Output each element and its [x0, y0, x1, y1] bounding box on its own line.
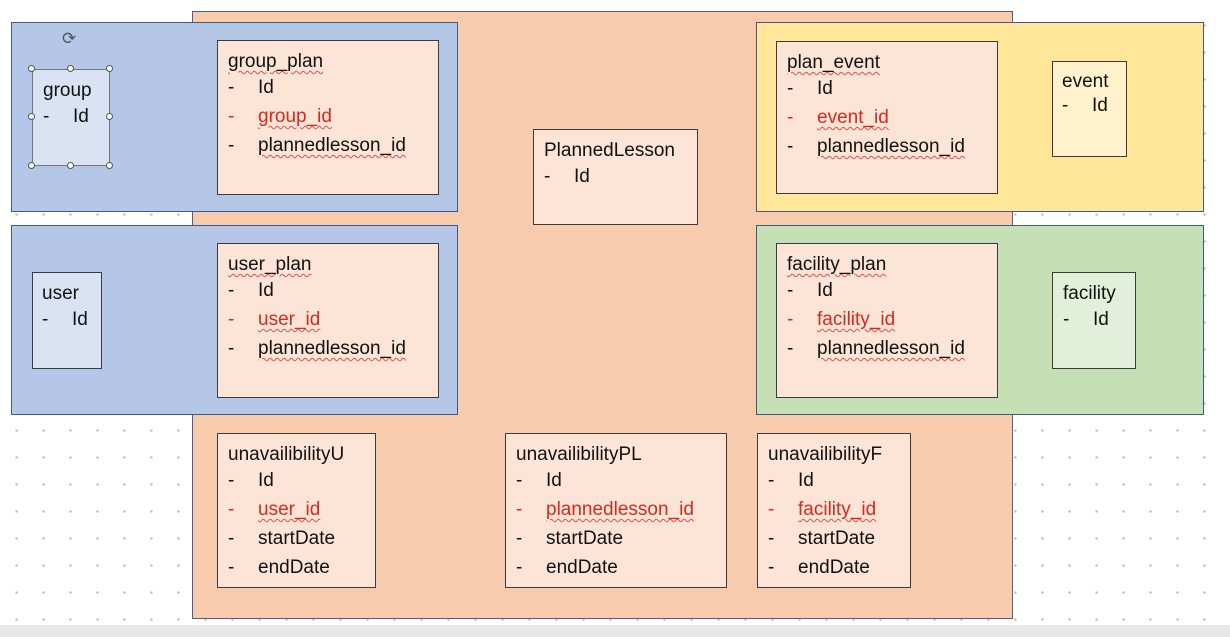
table-name: plan_event	[787, 52, 880, 73]
field-row: - startDate	[228, 524, 367, 553]
field-name: user_id	[258, 499, 321, 520]
table-plan-event[interactable]: plan_event - Id - event_id - plannedless…	[776, 41, 998, 194]
resize-handle-icon[interactable]	[28, 162, 35, 169]
resize-handle-icon[interactable]	[106, 65, 113, 72]
table-name: PlannedLesson	[544, 140, 675, 161]
foreign-key-field-row: - event_id	[787, 103, 989, 132]
foreign-key-field-row: - facility_id	[787, 305, 989, 334]
field-row: - Id	[1063, 305, 1135, 334]
field-name: facility_id	[798, 499, 877, 520]
field-row: - Id	[787, 74, 989, 103]
table-name: user_plan	[228, 254, 312, 275]
table-name: user	[42, 283, 79, 304]
field-name: startDate	[798, 528, 876, 549]
field-row: - Id	[42, 305, 101, 334]
field-name: plannedlesson_id	[817, 338, 965, 359]
field-name: endDate	[798, 557, 870, 578]
field-row: - Id	[544, 162, 689, 191]
resize-handle-icon[interactable]	[28, 113, 35, 120]
field-row: - plannedlesson_id	[787, 132, 989, 161]
field-row: - Id	[787, 276, 989, 305]
field-name: Id	[72, 309, 88, 330]
table-planned-lesson[interactable]: PlannedLesson - Id	[533, 129, 698, 225]
table-name: facility_plan	[787, 254, 887, 275]
table-unavailability-f[interactable]: unavailibilityF - Id - facility_id - sta…	[757, 433, 911, 588]
field-name: event_id	[817, 107, 889, 128]
rotate-handle-icon[interactable]: ⟳	[62, 29, 77, 48]
field-name: Id	[73, 106, 89, 127]
foreign-key-field-row: - user_id	[228, 305, 430, 334]
table-name: unavailibilityU	[228, 444, 345, 465]
field-name: group_id	[258, 106, 332, 127]
field-row: - plannedlesson_id	[228, 334, 430, 363]
field-row: - Id	[43, 102, 109, 131]
field-name: Id	[798, 470, 814, 491]
field-name: Id	[258, 77, 274, 98]
resize-handle-icon[interactable]	[28, 65, 35, 72]
field-row: - Id	[516, 466, 718, 495]
table-group[interactable]: group - Id	[32, 69, 110, 166]
field-name: endDate	[258, 557, 330, 578]
field-row: - plannedlesson_id	[228, 131, 430, 160]
resize-handle-icon[interactable]	[67, 65, 74, 72]
field-row: - Id	[768, 466, 902, 495]
field-name: startDate	[258, 528, 336, 549]
resize-handle-icon[interactable]	[67, 162, 74, 169]
resize-handle-icon[interactable]	[106, 113, 113, 120]
table-user-plan[interactable]: user_plan - Id - user_id - plannedlesson…	[217, 243, 439, 398]
field-row: - Id	[228, 276, 430, 305]
table-user[interactable]: user - Id	[32, 272, 102, 369]
field-name: Id	[817, 78, 833, 99]
table-facility[interactable]: facility - Id	[1052, 272, 1136, 369]
field-name: Id	[258, 280, 274, 301]
table-event[interactable]: event - Id	[1052, 61, 1127, 157]
foreign-key-field-row: - group_id	[228, 102, 430, 131]
field-name: Id	[1093, 309, 1109, 330]
field-name: Id	[1092, 95, 1108, 116]
table-facility-plan[interactable]: facility_plan - Id - facility_id - plann…	[776, 243, 998, 398]
field-row: - Id	[1062, 93, 1126, 119]
table-unavailability-u[interactable]: unavailibilityU - Id - user_id - startDa…	[217, 433, 376, 588]
table-name: unavailibilityF	[768, 444, 883, 465]
field-row: - Id	[228, 73, 430, 102]
foreign-key-field-row: - user_id	[228, 495, 367, 524]
field-name: user_id	[258, 309, 321, 330]
field-name: startDate	[546, 528, 624, 549]
field-name: Id	[546, 470, 562, 491]
foreign-key-field-row: - facility_id	[768, 495, 902, 524]
field-name: plannedlesson_id	[258, 135, 406, 156]
field-row: - endDate	[768, 553, 902, 582]
resize-handle-icon[interactable]	[106, 162, 113, 169]
field-row: - plannedlesson_id	[787, 334, 989, 363]
table-unavailability-pl[interactable]: unavailibilityPL - Id - plannedlesson_id…	[505, 433, 727, 588]
field-row: - endDate	[516, 553, 718, 582]
foreign-key-field-row: - plannedlesson_id	[516, 495, 718, 524]
table-name: facility	[1063, 283, 1116, 304]
field-name: endDate	[546, 557, 618, 578]
field-row: - startDate	[768, 524, 902, 553]
field-name: Id	[817, 280, 833, 301]
canvas-bottom-edge	[0, 625, 1230, 637]
field-name: plannedlesson_id	[258, 338, 406, 359]
table-name: unavailibilityPL	[516, 444, 642, 465]
table-group-plan[interactable]: group_plan - Id - group_id - plannedless…	[217, 40, 439, 195]
field-name: facility_id	[817, 309, 896, 330]
table-name: event	[1062, 71, 1109, 92]
selection-frame	[32, 69, 110, 166]
field-name: Id	[258, 470, 274, 491]
table-name: group	[43, 80, 92, 101]
field-row: - startDate	[516, 524, 718, 553]
table-name: group_plan	[228, 51, 324, 72]
field-row: - endDate	[228, 553, 367, 582]
field-name: plannedlesson_id	[546, 499, 694, 520]
field-name: plannedlesson_id	[817, 136, 965, 157]
field-name: Id	[574, 166, 590, 187]
field-row: - Id	[228, 466, 367, 495]
